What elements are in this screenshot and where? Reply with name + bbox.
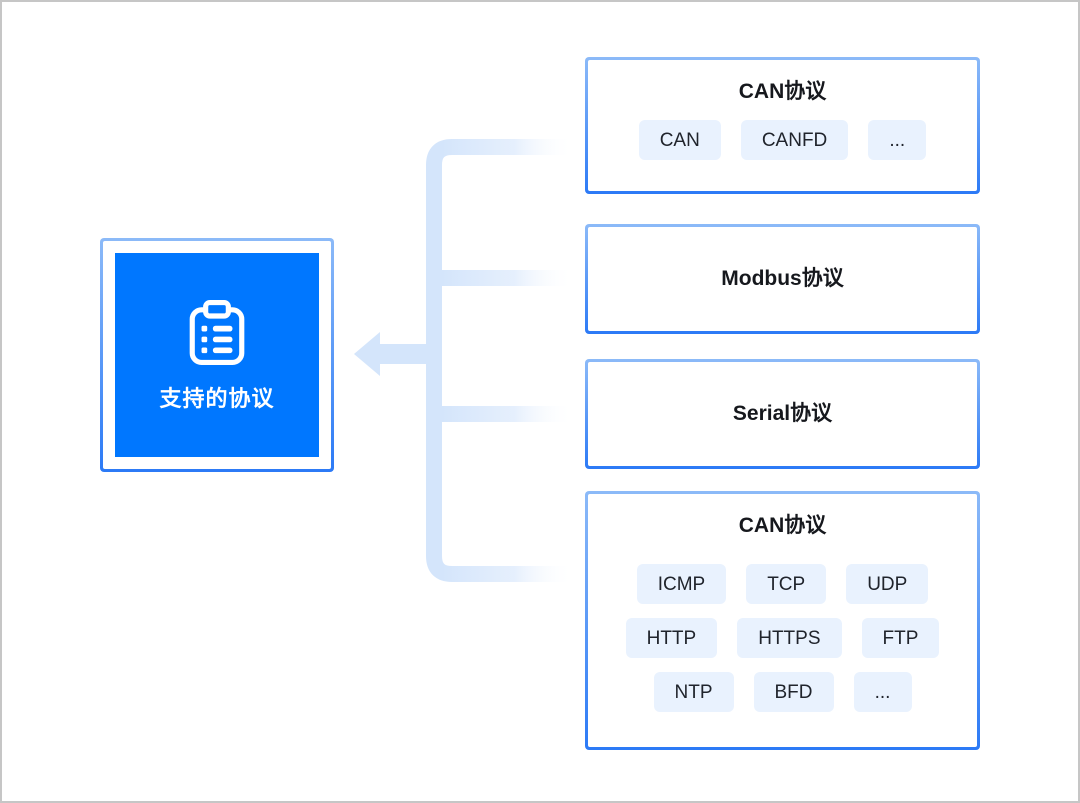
chip-row: HTTP HTTPS FTP [625,618,940,658]
group-title: CAN协议 [738,514,827,537]
protocol-group-serial: Serial协议 [585,359,980,469]
protocol-group-modbus: Modbus协议 [585,224,980,334]
protocol-chip: FTP [861,618,940,658]
protocol-chip: BFD [753,672,834,712]
connector-bus [426,139,567,582]
group-title: Serial协议 [732,402,833,425]
protocol-chip: ICMP [636,564,727,604]
protocol-chip: UDP [846,564,929,604]
protocol-chip: HTTPS [737,618,842,658]
chip-row: ICMP TCP UDP [636,564,929,604]
protocol-chip: NTP [653,672,734,712]
clipboard-list-icon [189,300,245,365]
connector-lines [354,139,567,582]
protocol-chip: CANFD [740,120,849,160]
protocol-chip: ... [868,120,927,160]
arrow-left-icon [354,332,442,376]
chip-row: NTP BFD... [653,672,912,712]
group-title: Modbus协议 [721,267,844,290]
group-title: CAN协议 [738,80,827,103]
protocol-group-can-inner: CAN协议 CAN CANFD... [588,60,977,191]
protocol-chip: TCP [746,564,827,604]
source-node-core: 支持的协议 [115,253,319,457]
protocol-group-modbus-inner: Modbus协议 [588,227,977,331]
chip-list: CAN CANFD... [638,120,927,160]
source-node: 支持的协议 [100,238,334,472]
protocol-chip: HTTP [625,618,718,658]
protocol-group-can-2-inner: CAN协议 ICMP TCP UDP HTTP HTTPS FTP NTP BFD... [588,494,977,747]
protocol-group-serial-inner: Serial协议 [588,362,977,466]
source-node-frame: 支持的协议 [103,241,331,469]
source-node-label: 支持的协议 [159,386,275,411]
protocol-group-can: CAN协议 CAN CANFD... [585,57,980,194]
protocol-chip: ... [853,672,912,712]
protocol-group-can-2: CAN协议 ICMP TCP UDP HTTP HTTPS FTP NTP BFD... [585,491,980,750]
protocol-chip: CAN [638,120,721,160]
chip-list: ICMP TCP UDP HTTP HTTPS FTP NTP BFD... [625,564,940,712]
chip-row: CAN CANFD... [638,120,927,160]
